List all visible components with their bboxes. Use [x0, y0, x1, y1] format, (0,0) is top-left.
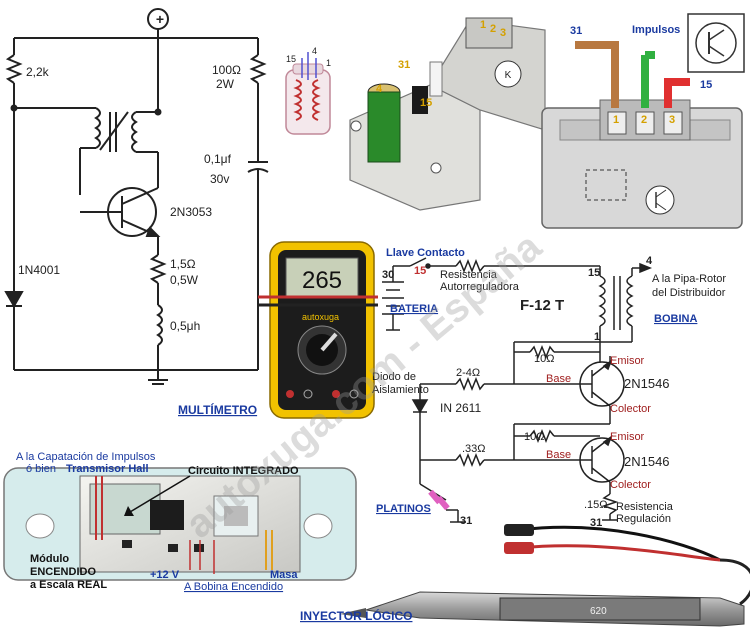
- r1-label: 2,2k: [26, 65, 50, 79]
- base-label-1: Base: [546, 373, 571, 385]
- coil-terminal-15: 15: [286, 54, 296, 64]
- terminal-31-regulacion: 31: [590, 517, 602, 529]
- detail-pin-3: 3: [669, 114, 675, 126]
- multimeter: 265 autoxuga: [258, 241, 378, 419]
- module-connector-3: 3: [500, 27, 506, 39]
- detail-wire-15: 15: [700, 79, 712, 91]
- module-coil-terminal-31: 31: [398, 59, 410, 71]
- bobina-label: BOBINA: [654, 313, 697, 325]
- transistor-1-label: 2N1546: [624, 376, 670, 391]
- right-circuit-labels: Llave Contacto 30 15 Resistencia Autorre…: [372, 247, 726, 529]
- module-photo: [3, 467, 357, 581]
- resistor-033: .33Ω: [462, 443, 486, 455]
- regulacion-label-2: Regulación: [616, 513, 671, 525]
- left-circuit-labels: + 2,2k 100Ω 2W 0,1μf 30v 2N3053 1,5Ω 0,5…: [18, 11, 241, 333]
- base-label-2: Base: [546, 449, 571, 461]
- modulo-label-3: a Escala REAL: [30, 579, 107, 591]
- detail-impulsos: Impulsos: [632, 24, 680, 36]
- transistor-label: 2N3053: [170, 205, 212, 219]
- diode-code-label: IN 2611: [440, 401, 481, 415]
- transistor-2-label: 2N1546: [624, 454, 670, 469]
- detail-pin-1: 1: [613, 114, 619, 126]
- captacion-obien: ó bien: [26, 463, 56, 475]
- colector-label-1: Colector: [610, 403, 651, 415]
- r2-value-label: 100Ω: [212, 63, 241, 77]
- r3-power-label: 0,5W: [170, 273, 199, 287]
- module-coil-terminal-15: 15: [420, 97, 432, 109]
- platinos-contacts: [428, 489, 450, 511]
- resistencia-label-2: Autorreguladora: [440, 281, 520, 293]
- multimeter-brand: autoxuga: [302, 312, 339, 322]
- bobina-encendido-label: A Bobina Encendido: [184, 581, 283, 593]
- module-detail: 31 Impulsos 15 1 2 3: [541, 13, 745, 229]
- emisor-label-1: Emisor: [610, 355, 645, 367]
- right-circuit: [382, 257, 653, 523]
- diodo-label-2: Aislamiento: [372, 384, 429, 396]
- terminal-30: 30: [382, 269, 394, 281]
- cap-voltage-label: 30v: [210, 172, 229, 186]
- llave-contacto-label: Llave Contacto: [386, 247, 465, 259]
- circuito-integrado-label: Circuito INTEGRADO: [188, 465, 299, 477]
- probe-body-text: 620: [590, 606, 607, 617]
- inductor-label: 0,5μh: [170, 319, 200, 333]
- module-connector-1: 1: [480, 19, 486, 31]
- detail-pin-2: 2: [641, 114, 647, 126]
- transmisor-hall-label: Transmisor Hall: [66, 463, 149, 475]
- resistor-015: .15Ω: [584, 499, 608, 511]
- emisor-label-2: Emisor: [610, 431, 645, 443]
- coil-terminal-1-right: 1: [594, 331, 600, 343]
- diode-label: 1N4001: [18, 263, 60, 277]
- platinos-label: PLATINOS: [376, 503, 431, 515]
- resistor-10-bottom: 10Ω: [524, 431, 544, 443]
- logic-probe: 620: [340, 524, 750, 627]
- module-connector-2: 2: [490, 23, 496, 35]
- resistencia-label-1: Resistencia: [440, 269, 498, 281]
- masa-label: Masa: [270, 569, 298, 581]
- left-circuit: [4, 8, 269, 385]
- terminal-31-platinos: 31: [460, 515, 472, 527]
- captacion-label: A la Capatación de Impulsos: [16, 451, 156, 463]
- plus-symbol: +: [156, 11, 164, 27]
- module-transistor-symbol: K: [505, 70, 512, 81]
- coil-model-label: F-12 T: [520, 297, 564, 314]
- resistor-2-4: 2-4Ω: [456, 367, 480, 379]
- coil-terminal-4: 4: [312, 46, 317, 56]
- pipa-label-1: A la Pipa-Rotor: [652, 273, 726, 285]
- cap-value-label: 0,1μf: [204, 152, 232, 166]
- multimeter-display: 265: [302, 267, 342, 294]
- coil-sketch: 15 4 1: [285, 46, 331, 135]
- detail-wire-31: 31: [570, 25, 582, 37]
- ignition-module-photo: 1 2 3 K 31 4 15: [349, 17, 546, 211]
- resistor-10-top: 10Ω: [534, 353, 554, 365]
- logic-probe-caption: INYECTOR LÓGICO: [300, 608, 412, 623]
- v12-label: +12 V: [150, 569, 180, 581]
- r2-power-label: 2W: [216, 77, 235, 91]
- modulo-label-2: ENCENDIDO: [30, 566, 96, 578]
- regulacion-label-1: Resistencia: [616, 501, 674, 513]
- module-coil-terminal-4: 4: [376, 83, 383, 95]
- pipa-label-2: del Distribuidor: [652, 287, 726, 299]
- multimeter-caption: MULTÍMETRO: [178, 402, 257, 417]
- coil-terminal-1: 1: [326, 58, 331, 68]
- diodo-label-1: Diodo de: [372, 371, 416, 383]
- coil-terminal-15-right: 15: [588, 267, 600, 279]
- bateria-label: BATERIA: [390, 303, 438, 315]
- coil-terminal-4-right: 4: [646, 255, 653, 267]
- modulo-label-1: Módulo: [30, 553, 69, 565]
- terminal-15-contact: 15: [414, 265, 426, 277]
- r3-value-label: 1,5Ω: [170, 257, 196, 271]
- colector-label-2: Colector: [610, 479, 651, 491]
- module-photo-labels: A la Capatación de Impulsos ó bien Trans…: [16, 451, 299, 593]
